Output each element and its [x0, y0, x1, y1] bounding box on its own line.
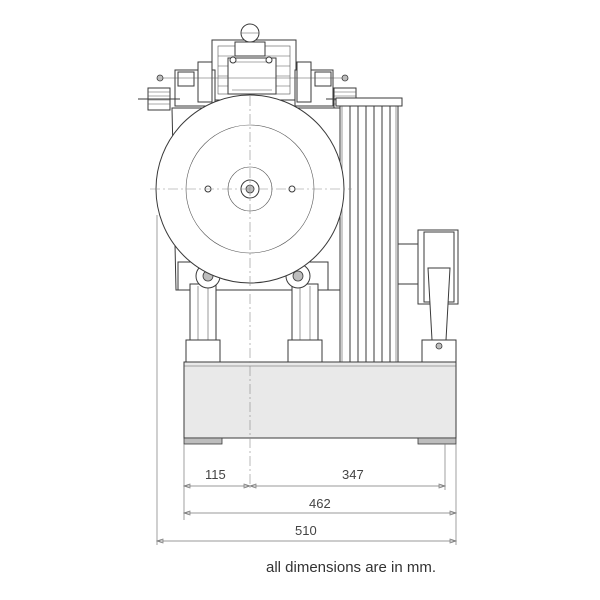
- dimension-347: 347: [342, 467, 364, 482]
- traction-sheave: [335, 97, 403, 363]
- dimension-462: 462: [309, 496, 331, 511]
- dimension-510: 510: [295, 523, 317, 538]
- brake-arms: [156, 61, 349, 107]
- brake-spring-left: [138, 87, 180, 111]
- units-note: all dimensions are in mm.: [266, 559, 437, 576]
- motor-foot-left: [185, 263, 221, 363]
- base-frame: [183, 361, 457, 445]
- dimension-115: 115: [205, 467, 226, 482]
- brake-housing: [211, 23, 297, 101]
- center-lines: [150, 96, 352, 488]
- outboard-bearing: [397, 229, 459, 363]
- dimension-lines: [155, 215, 458, 545]
